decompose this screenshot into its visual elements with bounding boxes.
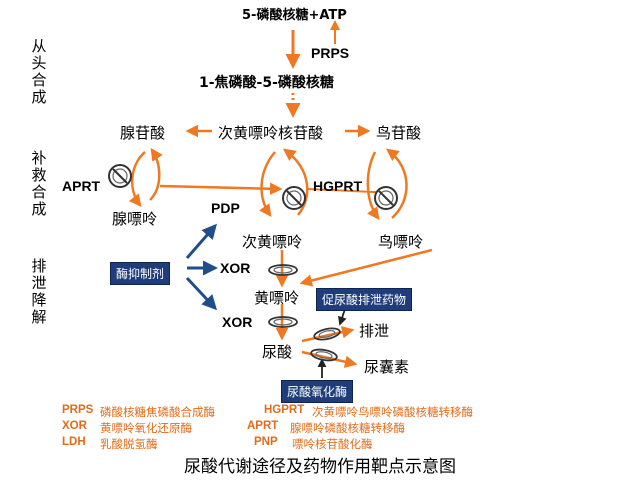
legend-desc: 乳酸脱氢酶 xyxy=(100,437,158,451)
arrow-hypoxanthine-to-imp xyxy=(282,148,309,216)
ring-target-icon xyxy=(268,316,298,328)
node-imp: 次黄嘌呤核苷酸 xyxy=(218,124,324,142)
ring-target-icon xyxy=(310,348,338,362)
side-label-excretion: 排泄降解 xyxy=(31,257,47,326)
arrow-amp-to-adenine xyxy=(128,151,146,207)
legend-desc: 磷酸核糖焦磷酸合成酶 xyxy=(100,405,215,419)
legend-desc: 次黄嘌呤鸟嘌呤磷酸核糖转移酶 xyxy=(312,405,473,419)
node-guanine: 鸟嘌呤 xyxy=(378,233,424,251)
legend-desc: 嘌呤核苷酸化酶 xyxy=(292,437,373,451)
node-xor-1: XOR xyxy=(220,260,251,276)
arrow-gmp-to-guanine xyxy=(366,151,380,221)
legend-abbr: XOR xyxy=(62,420,87,432)
ring-target-icon xyxy=(313,327,341,341)
legend-abbr: PRPS xyxy=(62,404,94,416)
arrow-imp-to-hypoxanthine xyxy=(259,151,276,218)
node-xor-2: XOR xyxy=(222,314,253,330)
arrow-guanine-to-xanthine xyxy=(299,248,433,287)
node-prpp: 1-焦磷酸-5-磷酸核糖 xyxy=(199,75,334,91)
node-gmp: 鸟苷酸 xyxy=(376,124,422,142)
arrow-inhibitor-to-xor2 xyxy=(185,276,218,311)
legend-abbr: HGPRT xyxy=(264,404,305,416)
drug-box-enzyme-inhibitor: 酶抑制剂 xyxy=(110,262,171,285)
drug-box-uricase: 尿酸氧化酶 xyxy=(281,380,354,403)
ring-target-icon xyxy=(268,264,298,276)
node-allantoin: 尿囊素 xyxy=(364,358,410,376)
arrow-guanine-to-gmp xyxy=(386,148,408,219)
figure-caption: 尿酸代谢途径及药物作用靶点示意图 xyxy=(184,457,456,477)
legend-abbr: LDH xyxy=(62,436,86,448)
node-prps: PRPS xyxy=(311,45,350,61)
arrow-uric-acid-to-excretion xyxy=(301,326,355,343)
legend-abbr: PNP xyxy=(254,436,278,448)
node-uric-acid: 尿酸 xyxy=(262,343,293,361)
arrow-adenine-to-amp xyxy=(149,147,163,201)
side-label-salvage: 补救合成 xyxy=(31,149,47,218)
node-hypoxanthine: 次黄嘌呤 xyxy=(242,233,303,251)
side-label-de-novo: 从头合成 xyxy=(31,37,47,106)
node-adenine: 腺嘌呤 xyxy=(112,210,158,228)
node-aprt: APRT xyxy=(62,178,101,194)
arrow-inhibitor-to-pdp xyxy=(185,223,217,259)
arrow-aprt-to-hgprt xyxy=(159,182,283,195)
legend-desc: 黄嘌呤氧化还原酶 xyxy=(100,421,192,435)
node-excretion: 排泄 xyxy=(359,322,390,340)
legend-desc: 腺嘌呤磷酸核糖转移酶 xyxy=(290,421,405,435)
node-pdp: PDP xyxy=(211,200,240,216)
no-symbol-icon xyxy=(282,186,306,210)
node-amp: 腺苷酸 xyxy=(120,124,166,142)
node-xanthine: 黄嘌呤 xyxy=(254,289,300,307)
node-hgprt: HGPRT xyxy=(313,178,362,194)
legend-abbr: APRT xyxy=(247,420,279,432)
no-symbol-icon xyxy=(108,164,132,188)
drug-box-uricosuric: 促尿酸排泄药物 xyxy=(316,288,413,311)
no-symbol-icon xyxy=(374,186,398,210)
node-r5p-atp: 5-磷酸核糖+ATP xyxy=(242,8,347,23)
